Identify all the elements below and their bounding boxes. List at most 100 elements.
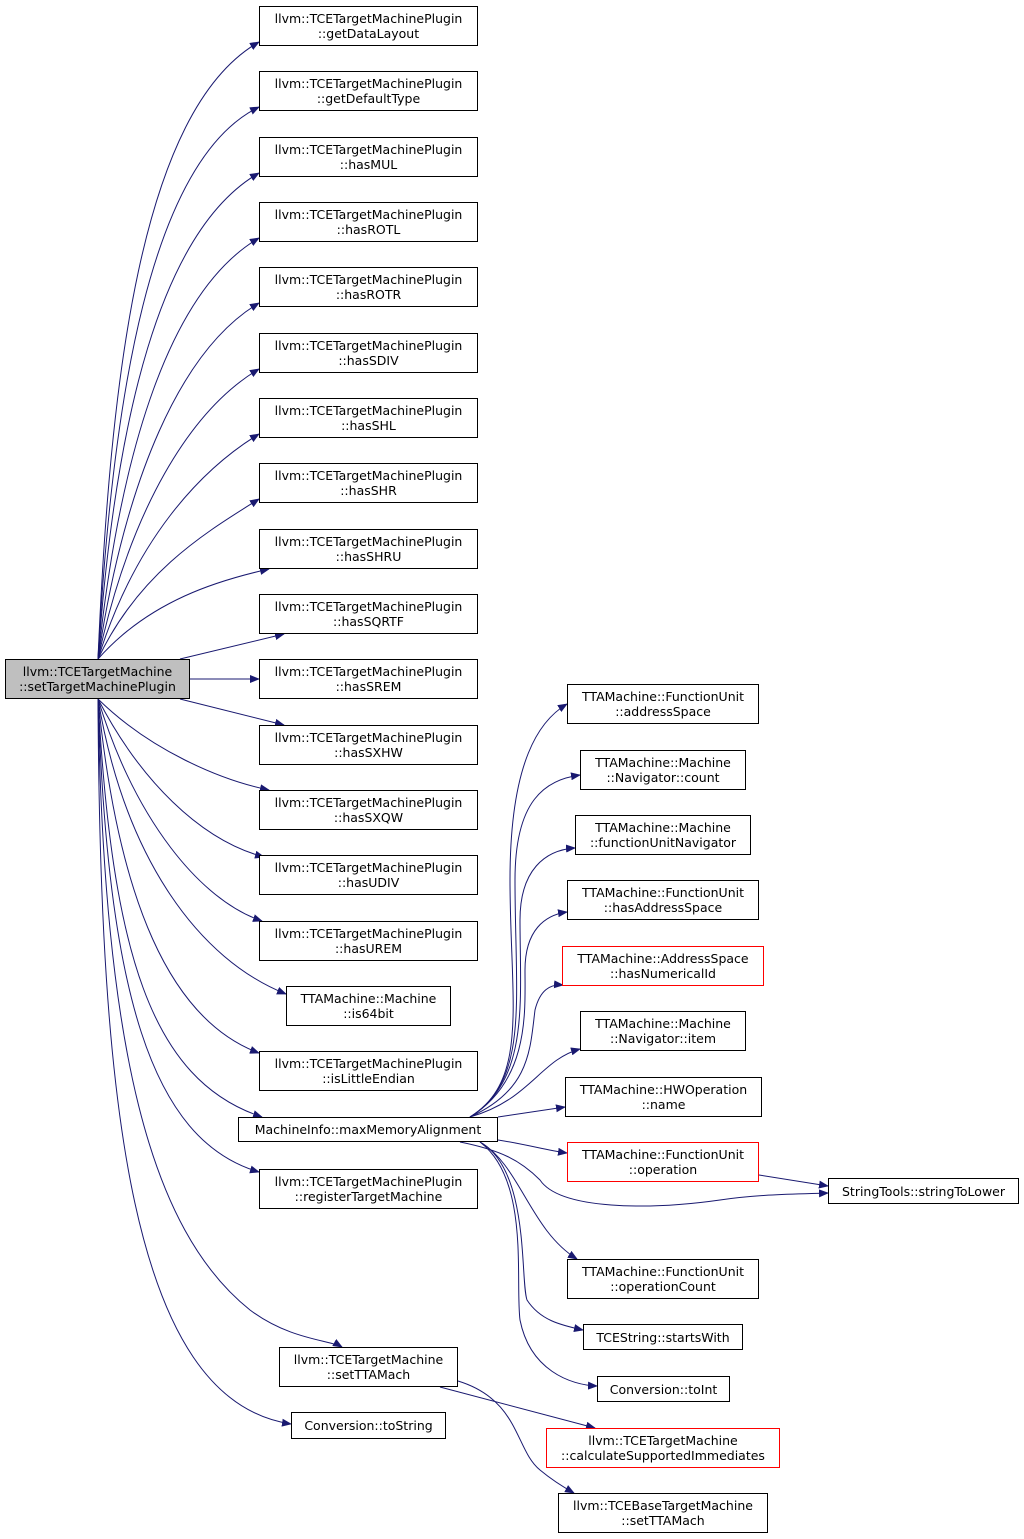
edge-hasUDIV bbox=[97, 698, 265, 859]
node-hasROTR[interactable]: llvm::TCETargetMachinePlugin ::hasROTR bbox=[259, 267, 478, 307]
edge-hasSXHW bbox=[179, 698, 285, 727]
node-label: llvm::TCETargetMachinePlugin bbox=[274, 1056, 463, 1071]
node-label: llvm::TCETargetMachinePlugin bbox=[274, 207, 463, 222]
node-maxMemoryAlignment[interactable]: MachineInfo::maxMemoryAlignment bbox=[238, 1117, 498, 1142]
node-label: ::hasSQRTF bbox=[333, 614, 404, 629]
node-hasSQRTF[interactable]: llvm::TCETargetMachinePlugin ::hasSQRTF bbox=[259, 594, 478, 634]
edge-calculateSupportedImmediates bbox=[439, 1386, 596, 1430]
edge-baseSetTTAMach bbox=[457, 1380, 575, 1494]
edge-isLittleEndian bbox=[97, 698, 260, 1054]
node-startsWith[interactable]: TCEString::startsWith bbox=[583, 1324, 743, 1350]
node-label: llvm::TCETargetMachinePlugin bbox=[274, 338, 463, 353]
edge-setTTAMach bbox=[97, 698, 343, 1348]
node-hwoperation-name[interactable]: TTAMachine::HWOperation ::name bbox=[565, 1077, 762, 1117]
node-label: ::hasAddressSpace bbox=[603, 900, 723, 915]
node-functionUnitNavigator[interactable]: TTAMachine::Machine ::functionUnitNaviga… bbox=[575, 815, 751, 855]
node-registerTargetMachine[interactable]: llvm::TCETargetMachinePlugin ::registerT… bbox=[259, 1169, 478, 1209]
node-label: ::Navigator::count bbox=[606, 770, 720, 785]
node-label: ::Navigator::item bbox=[609, 1031, 717, 1046]
node-label: ::setTTAMach bbox=[621, 1513, 705, 1528]
node-is64bit[interactable]: TTAMachine::Machine ::is64bit bbox=[286, 986, 451, 1026]
node-label: llvm::TCETargetMachinePlugin bbox=[274, 664, 463, 679]
node-hasNumericalId[interactable]: TTAMachine::AddressSpace ::hasNumericalI… bbox=[562, 946, 764, 986]
node-label: llvm::TCETargetMachinePlugin bbox=[274, 11, 463, 26]
edge-hasMUL bbox=[97, 172, 260, 660]
edge-opToLower bbox=[758, 1174, 829, 1189]
node-label: ::registerTargetMachine bbox=[294, 1189, 443, 1204]
node-setTTAMach[interactable]: llvm::TCETargetMachine ::setTTAMach bbox=[279, 1347, 458, 1387]
edge-addressSpace bbox=[469, 703, 568, 1118]
node-label: ::hasUREM bbox=[334, 941, 403, 956]
node-toInt[interactable]: Conversion::toInt bbox=[597, 1376, 730, 1402]
node-label: llvm::TCETargetMachinePlugin bbox=[274, 1174, 463, 1189]
node-label: ::hasSDIV bbox=[338, 353, 399, 368]
node-stringToLower[interactable]: StringTools::stringToLower bbox=[828, 1178, 1019, 1204]
node-label: llvm::TCETargetMachinePlugin bbox=[274, 795, 463, 810]
edge-navItem bbox=[469, 1047, 581, 1118]
node-hasSDIV[interactable]: llvm::TCETargetMachinePlugin ::hasSDIV bbox=[259, 333, 478, 373]
node-label: ::isLittleEndian bbox=[322, 1071, 415, 1086]
edge-startsWith bbox=[479, 1141, 584, 1332]
node-hasSREM[interactable]: llvm::TCETargetMachinePlugin ::hasSREM bbox=[259, 659, 478, 699]
node-label: ::hasSHR bbox=[340, 483, 397, 498]
node-label: llvm::TCETargetMachinePlugin bbox=[274, 730, 463, 745]
node-label: llvm::TCETargetMachinePlugin bbox=[274, 534, 463, 549]
node-fu-operation[interactable]: TTAMachine::FunctionUnit ::operation bbox=[567, 1142, 759, 1182]
edge-hasSDIV bbox=[97, 368, 260, 660]
node-label: ::operationCount bbox=[610, 1279, 716, 1294]
node-base-setTTAMach[interactable]: llvm::TCEBaseTargetMachine ::setTTAMach bbox=[558, 1493, 768, 1533]
node-hasSHL[interactable]: llvm::TCETargetMachinePlugin ::hasSHL bbox=[259, 398, 478, 438]
node-label: ::operation bbox=[628, 1162, 698, 1177]
root-node-label-1: llvm::TCETargetMachine bbox=[22, 664, 173, 679]
node-label: TTAMachine::Machine bbox=[595, 820, 731, 835]
node-isLittleEndian[interactable]: llvm::TCETargetMachinePlugin ::isLittleE… bbox=[259, 1051, 478, 1091]
node-label: Conversion::toString bbox=[304, 1418, 433, 1433]
root-node-label-2: ::setTargetMachinePlugin bbox=[19, 679, 176, 694]
node-label: llvm::TCETargetMachinePlugin bbox=[274, 468, 463, 483]
node-label: llvm::TCETargetMachinePlugin bbox=[274, 599, 463, 614]
node-hasSXHW[interactable]: llvm::TCETargetMachinePlugin ::hasSXHW bbox=[259, 725, 478, 765]
edge-registerTargetMachine bbox=[97, 698, 260, 1174]
node-label: ::hasUDIV bbox=[337, 875, 400, 890]
edge-hasUREM bbox=[97, 698, 263, 922]
edge-maxToLower bbox=[459, 1141, 829, 1207]
node-hasUREM[interactable]: llvm::TCETargetMachinePlugin ::hasUREM bbox=[259, 921, 478, 961]
edge-hasSHRU bbox=[97, 567, 270, 660]
node-getDataLayout[interactable]: llvm::TCETargetMachinePlugin ::getDataLa… bbox=[259, 6, 478, 46]
node-label: ::name bbox=[641, 1097, 686, 1112]
node-hasSHRU[interactable]: llvm::TCETargetMachinePlugin ::hasSHRU bbox=[259, 529, 478, 569]
node-label: TTAMachine::AddressSpace bbox=[577, 951, 749, 966]
node-label: TTAMachine::HWOperation bbox=[579, 1082, 748, 1097]
edge-hasSHL bbox=[97, 433, 260, 660]
edge-hasSQRTF bbox=[179, 632, 285, 660]
edge-functionUnitNavigator bbox=[469, 844, 576, 1118]
node-hasUDIV[interactable]: llvm::TCETargetMachinePlugin ::hasUDIV bbox=[259, 855, 478, 895]
node-label: TTAMachine::FunctionUnit bbox=[582, 885, 744, 900]
node-operationCount[interactable]: TTAMachine::FunctionUnit ::operationCoun… bbox=[567, 1259, 759, 1299]
node-hasMUL[interactable]: llvm::TCETargetMachinePlugin ::hasMUL bbox=[259, 137, 478, 177]
node-label: TTAMachine::FunctionUnit bbox=[582, 689, 744, 704]
node-label: TTAMachine::Machine bbox=[595, 1016, 731, 1031]
node-addressSpace[interactable]: TTAMachine::FunctionUnit ::addressSpace bbox=[567, 684, 759, 724]
node-label: MachineInfo::maxMemoryAlignment bbox=[254, 1122, 482, 1137]
edge-navCount bbox=[469, 772, 581, 1118]
edge-getDefaultType bbox=[97, 106, 260, 660]
node-hasAddressSpace[interactable]: TTAMachine::FunctionUnit ::hasAddressSpa… bbox=[567, 880, 759, 920]
node-calculateSupportedImmediates[interactable]: llvm::TCETargetMachine ::calculateSuppor… bbox=[546, 1428, 780, 1468]
node-label: TCEString::startsWith bbox=[596, 1329, 730, 1345]
node-label: StringTools::stringToLower bbox=[841, 1183, 1005, 1199]
node-label: ::addressSpace bbox=[615, 704, 711, 719]
node-navigator-item[interactable]: TTAMachine::Machine ::Navigator::item bbox=[580, 1011, 746, 1051]
node-toString[interactable]: Conversion::toString bbox=[291, 1412, 446, 1439]
node-hasSXQW[interactable]: llvm::TCETargetMachinePlugin ::hasSXQW bbox=[259, 790, 478, 830]
node-hasROTL[interactable]: llvm::TCETargetMachinePlugin ::hasROTL bbox=[259, 202, 478, 242]
node-label: llvm::TCETargetMachinePlugin bbox=[274, 272, 463, 287]
node-navigator-count[interactable]: TTAMachine::Machine ::Navigator::count bbox=[580, 750, 746, 790]
node-label: llvm::TCETargetMachinePlugin bbox=[274, 403, 463, 418]
node-hasSHR[interactable]: llvm::TCETargetMachinePlugin ::hasSHR bbox=[259, 463, 478, 503]
node-getDefaultType[interactable]: llvm::TCETargetMachinePlugin ::getDefaul… bbox=[259, 71, 478, 111]
node-label: Conversion::toInt bbox=[609, 1381, 718, 1397]
edge-hasROTR bbox=[97, 302, 260, 660]
node-label: ::getDataLayout bbox=[317, 26, 420, 41]
